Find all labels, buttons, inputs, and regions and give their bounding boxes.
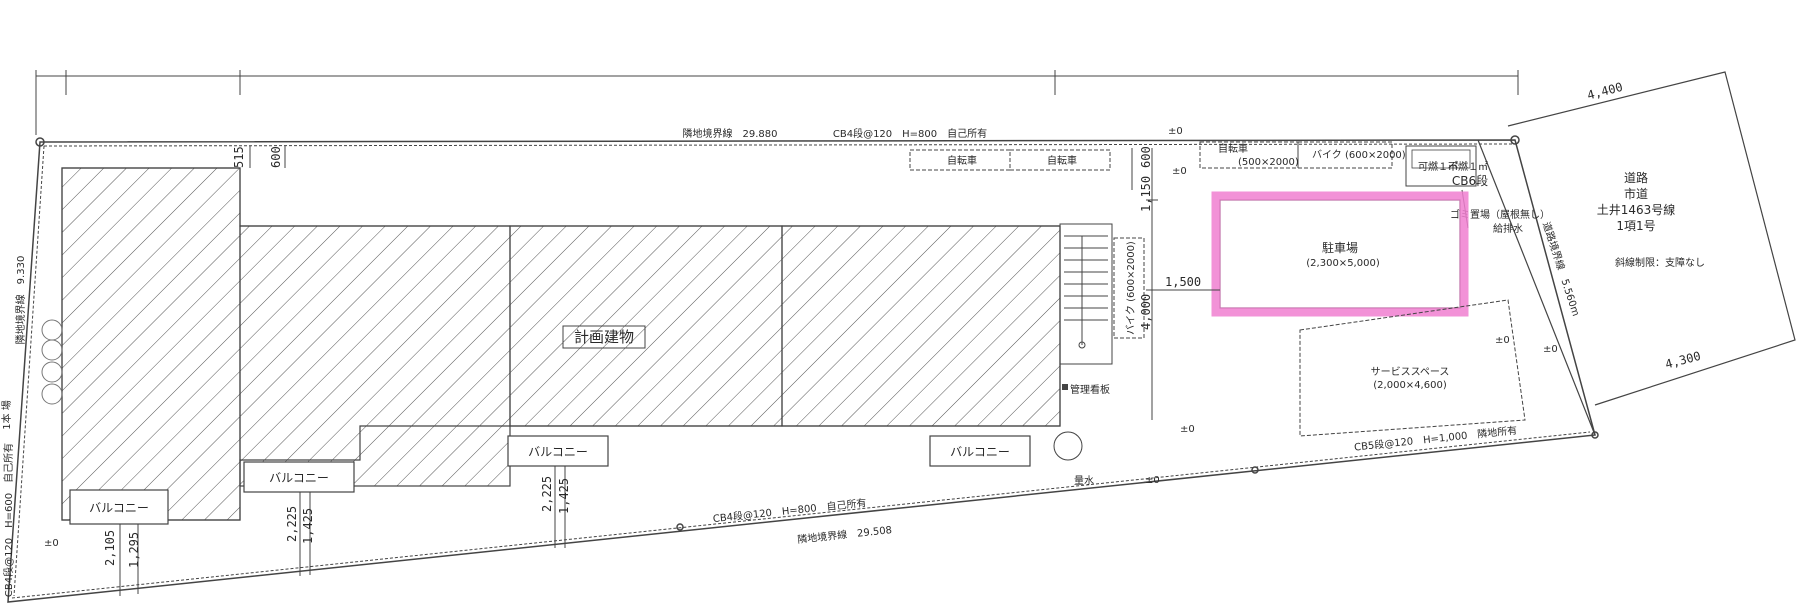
- bicycle-right-label: 自転車: [1218, 142, 1248, 155]
- top-wall-label: CB4段@120 H=800 自己所有: [833, 127, 987, 140]
- balcony-label-4: バルコニー: [950, 445, 1010, 459]
- garbage-area: [1405, 145, 1477, 187]
- right-wall-label: CB5段@120 H=1,000 隣地所有: [1353, 423, 1517, 453]
- dim-4400: 4,400: [1586, 80, 1625, 103]
- meter-label: 量水: [1074, 475, 1094, 487]
- mgmt-sign-icon: [1062, 384, 1068, 390]
- balconies: [69, 435, 1031, 525]
- dim-2225-a: 2,225: [285, 506, 299, 542]
- bike-side-label: バイク (600×2000): [1125, 241, 1137, 335]
- garbage-burnable: 可燃１㎡: [1418, 160, 1458, 173]
- level-meter: ±0: [1180, 424, 1195, 435]
- parking-highlight: [1211, 191, 1469, 317]
- right-dimension-lines: [1131, 148, 1220, 420]
- left-wall-label: CB4段@120 H=600 自己所有: [2, 443, 15, 597]
- dim-1425-b: 1,425: [557, 478, 571, 514]
- left-boundary-label: 隣地境界線 9.330: [14, 256, 27, 345]
- bike-side-slot: [1113, 237, 1145, 339]
- stairs: [1059, 223, 1113, 365]
- dim-600-right: 600: [1139, 146, 1153, 168]
- dim-4300: 4,300: [1664, 349, 1703, 372]
- dim-515: 515: [232, 146, 246, 168]
- road-outline: [1477, 71, 1796, 436]
- bike-top-label: バイク (600×2000): [1312, 149, 1406, 161]
- bottom-dimension-lines: [119, 466, 566, 596]
- bicycle-label-1: 自転車: [947, 154, 977, 167]
- level-bottom: ±0: [1145, 475, 1160, 486]
- top-dimension-line: [35, 70, 1519, 135]
- service-space: [1299, 299, 1526, 437]
- garbage-cb: CB6段: [1452, 173, 1488, 188]
- parking-label: 駐車場: [1322, 240, 1358, 255]
- dim-2225-b: 2,225: [540, 476, 554, 512]
- road-boundary-label: 道路境界線 5.560m: [1540, 220, 1583, 318]
- dim-1425-a: 1,425: [301, 508, 315, 544]
- road-city: 市道: [1624, 186, 1648, 201]
- service-size: (2,000×4,600): [1373, 380, 1447, 391]
- mgmt-sign-label: 管理看板: [1070, 383, 1110, 396]
- balcony-label-2: バルコニー: [269, 471, 329, 485]
- road-note: 斜線制限：支障なし: [1615, 256, 1705, 269]
- dim-2105: 2,105: [103, 530, 117, 566]
- building-label-box: [562, 325, 646, 349]
- bottom-wall-label: CB4段@120 H=800 自己所有: [712, 496, 867, 525]
- bicycle-right-size: (500×2000): [1238, 157, 1299, 168]
- tree-symbols: [41, 319, 63, 405]
- building-label: 計画建物: [574, 328, 634, 346]
- garbage-bins: [1411, 149, 1471, 169]
- bicycle-label-2: 自転車: [1047, 154, 1077, 167]
- dim-1150: 1,150: [1139, 176, 1153, 212]
- balcony-label-3: バルコニー: [528, 445, 588, 459]
- garbage-label: ゴミ置場（屋根無し）: [1450, 208, 1550, 221]
- dim-600-left: 600: [269, 146, 283, 168]
- level-left: ±0: [44, 538, 59, 549]
- bicycle-slots: [909, 141, 1393, 171]
- road-class: 1項1号: [1616, 219, 1655, 233]
- water-label: 給排水: [1493, 222, 1523, 235]
- dim-1295: 1,295: [127, 532, 141, 568]
- level-road: ±0: [1495, 335, 1510, 346]
- road-title: 道路: [1624, 170, 1648, 185]
- road-name: 土井1463号線: [1597, 202, 1676, 217]
- level-service: ±0: [1543, 344, 1558, 355]
- level-top: ±0: [1168, 126, 1183, 137]
- planned-building: [61, 167, 1061, 521]
- parking-size: (2,300×5,000): [1306, 258, 1380, 269]
- left-partial-label: 1本 場: [0, 400, 13, 430]
- bottom-boundary-label: 隣地境界線 29.508: [797, 523, 893, 546]
- garbage-nonburnable: 不燃１㎡: [1448, 160, 1488, 173]
- water-meter-icon: [1053, 431, 1083, 461]
- dim-1500: 1,500: [1165, 275, 1201, 289]
- dim-4000: 4,000: [1139, 294, 1153, 330]
- service-label: サービススペース: [1371, 366, 1450, 378]
- level-parking: ±0: [1172, 166, 1187, 177]
- balcony-label-1: バルコニー: [89, 501, 149, 515]
- top-boundary-label: 隣地境界線 29.880: [683, 127, 778, 140]
